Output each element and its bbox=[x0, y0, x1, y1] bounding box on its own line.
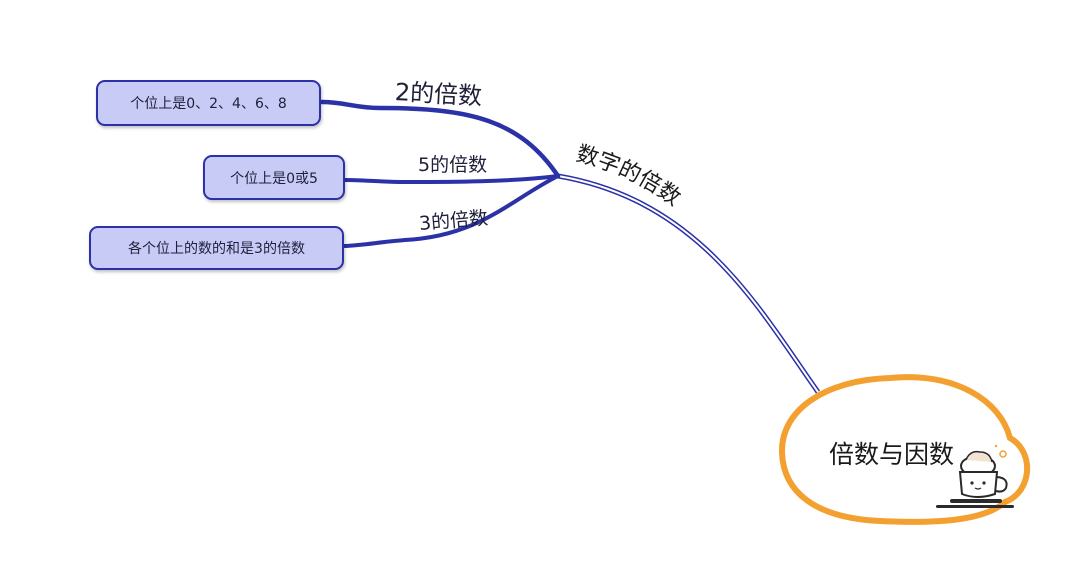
root-node-label: 倍数与因数 bbox=[829, 440, 955, 469]
branch-connector-2 bbox=[319, 99, 561, 179]
branch-connector-5 bbox=[343, 174, 560, 185]
main-branch-connector bbox=[557, 173, 821, 394]
branch-label-5: 5的倍数 bbox=[418, 154, 488, 176]
leaf-node-2[interactable]: 个位上是0、2、4、6、8 bbox=[96, 80, 321, 126]
leaf-node-3-text: 各个位上的数的和是3的倍数 bbox=[128, 241, 305, 257]
coffee-cup-icon bbox=[936, 444, 1014, 508]
leaf-node-5-text: 个位上是0或5 bbox=[230, 170, 318, 187]
leaf-node-5[interactable]: 个位上是0或5 bbox=[203, 155, 345, 200]
leaf-node-2-text: 个位上是0、2、4、6、8 bbox=[130, 96, 287, 112]
branch-connector-3 bbox=[343, 174, 560, 248]
branch-label-2: 2的倍数 bbox=[394, 78, 483, 111]
main-branch-label: 数字的倍数 bbox=[573, 142, 684, 212]
leaf-node-3[interactable]: 各个位上的数的和是3的倍数 bbox=[89, 226, 344, 270]
